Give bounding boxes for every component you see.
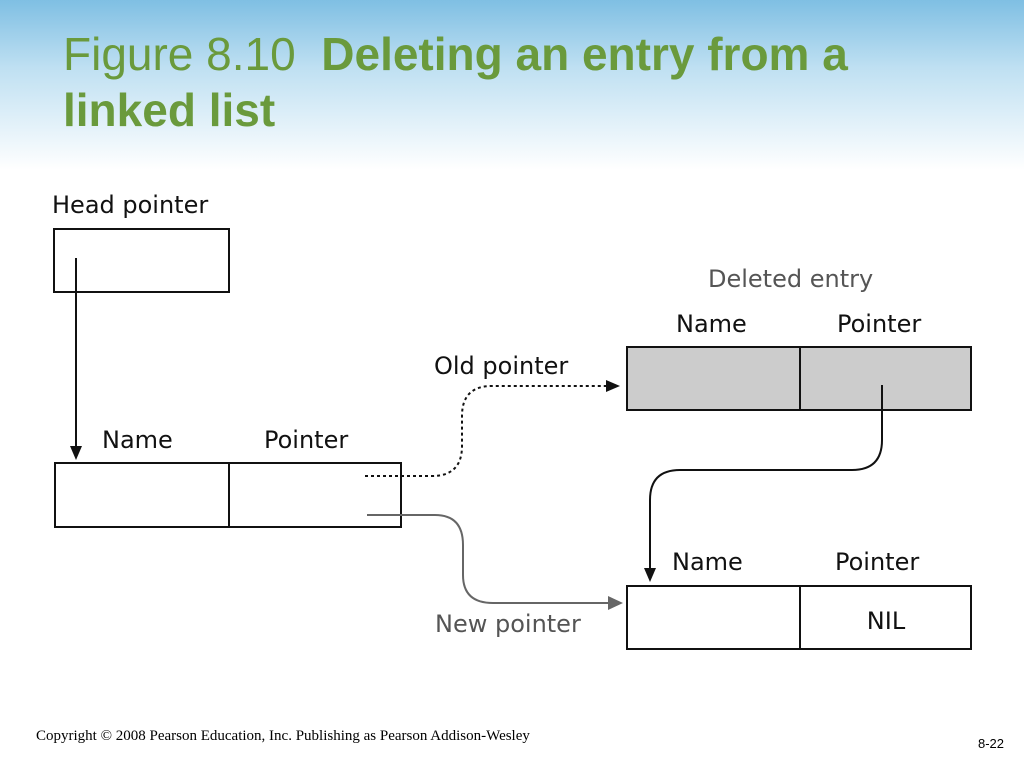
deleted-to-last-arrowhead — [644, 568, 656, 582]
first-entry-pointer-header: Pointer — [264, 426, 348, 454]
header-gradient-band — [0, 0, 1024, 170]
last-entry-pointer-header: Pointer — [835, 548, 919, 576]
slide-title: Figure 8.10 Deleting an entry from a lin… — [63, 26, 983, 138]
deleted-entry-caption: Deleted entry — [708, 265, 873, 293]
first-entry-name-header: Name — [102, 426, 173, 454]
head-arrowhead — [70, 446, 82, 460]
deleted-entry-pointer-header: Pointer — [837, 310, 921, 338]
deleted-to-last-arrow — [649, 385, 883, 570]
figure-number: Figure 8.10 — [63, 28, 296, 80]
new-pointer-arrow — [367, 514, 610, 604]
nil-value: NIL — [867, 607, 906, 635]
old-pointer-arrow — [365, 385, 608, 477]
head-pointer-label: Head pointer — [52, 191, 208, 219]
last-entry-name-header: Name — [672, 548, 743, 576]
page-number: 8-22 — [977, 736, 1004, 751]
deleted-entry-name-header: Name — [676, 310, 747, 338]
new-pointer-label: New pointer — [435, 610, 581, 638]
copyright-notice: Copyright © 2008 Pearson Education, Inc.… — [36, 728, 530, 744]
old-pointer-label: Old pointer — [434, 352, 568, 380]
head-pointer-cell — [53, 228, 230, 293]
old-pointer-arrowhead — [606, 380, 620, 392]
figure-title: Deleting an entry from a linked list — [63, 28, 848, 136]
new-pointer-arrowhead — [608, 596, 623, 610]
